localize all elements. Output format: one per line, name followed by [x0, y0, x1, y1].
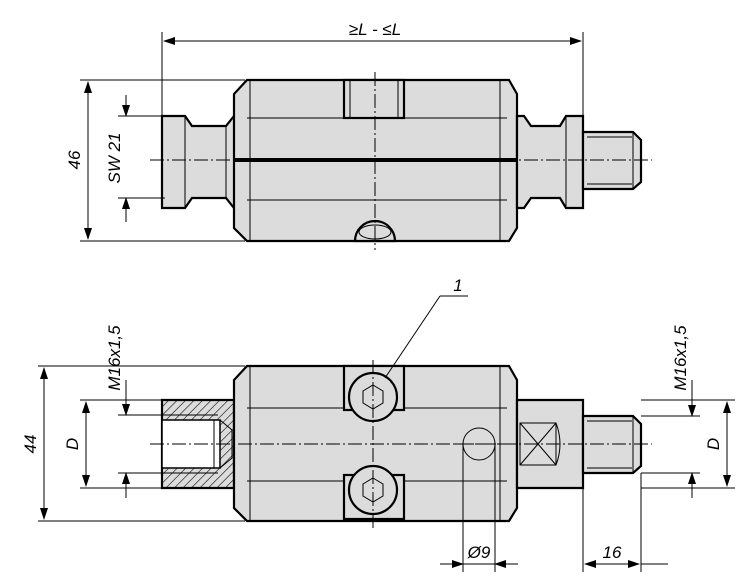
thread-left-label: M16x1,5: [105, 325, 124, 391]
right-hex-stud: [515, 114, 585, 210]
top-screw-head: [342, 78, 406, 120]
left-hex-stud: [160, 114, 242, 210]
height-46-label: 46: [65, 150, 84, 169]
height-44-label: 44: [21, 435, 40, 454]
length-label: ≥L - ≤L: [349, 20, 401, 39]
diameter-left-label: D: [63, 438, 82, 450]
item-leader: [384, 295, 441, 379]
hole-diameter-label: Ø9: [467, 543, 491, 562]
thread-right-label: M16x1,5: [671, 325, 690, 391]
item-number-label: 1: [453, 276, 462, 295]
diameter-right-label: D: [704, 438, 723, 450]
top-view: ≥L - ≤L 46: [65, 20, 652, 250]
stud-length-label: 16: [603, 543, 622, 562]
wrench-size-label: SW 21: [105, 132, 124, 183]
bottom-view: 1 44 D M16x1,5 M16x1,5 D Ø9: [21, 276, 735, 572]
